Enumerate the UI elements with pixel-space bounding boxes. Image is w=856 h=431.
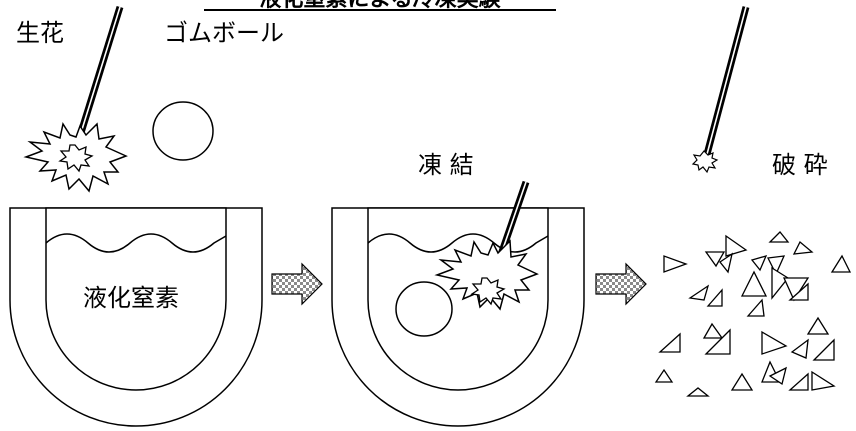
rubber-ball-icon (152, 101, 214, 161)
stage-freezing (331, 180, 585, 427)
freezing-label: 凍 結 (418, 151, 474, 179)
flower-icon (434, 239, 539, 311)
stage-initial: 液化窒素 (9, 5, 263, 427)
shattered-label: 破 砕 (772, 151, 828, 179)
liquid-nitrogen-label: 液化窒素 (83, 284, 179, 312)
flower-stem-remnant-icon (691, 150, 719, 174)
liquid-surface (45, 233, 227, 253)
dewar-vessel (9, 207, 263, 427)
rubber-ball-label: ゴムボール (164, 19, 284, 47)
right-arrow-icon (595, 262, 647, 306)
flower-icon (23, 122, 128, 193)
fragments (654, 231, 852, 397)
tweezers-icon (702, 6, 750, 159)
right-arrow-icon (271, 262, 323, 306)
dewar-vessel (331, 207, 585, 427)
stage-shattered (654, 6, 852, 397)
tweezers-icon (71, 5, 124, 154)
rubber-ball-icon (395, 281, 453, 337)
flower-label: 生花 (16, 19, 64, 47)
